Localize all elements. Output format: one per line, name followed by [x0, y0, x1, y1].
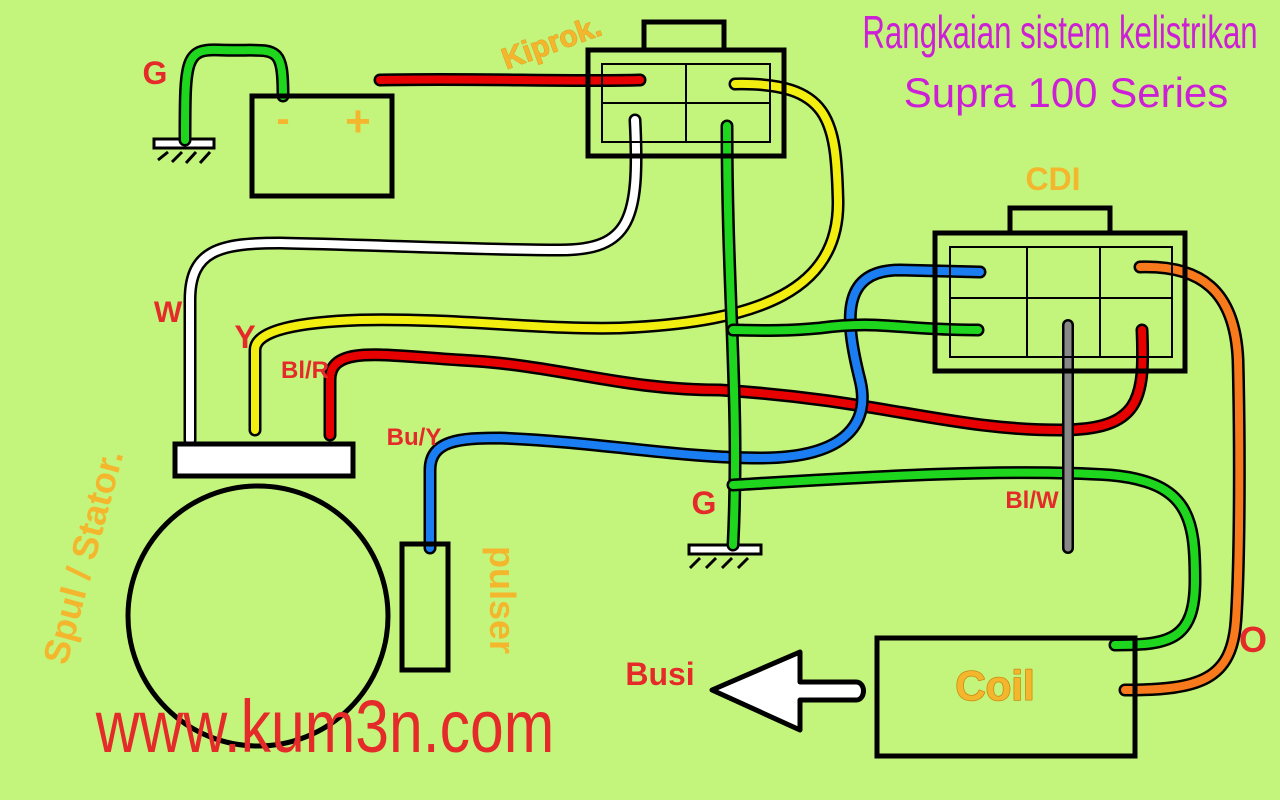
title-line2: Supra 100 Series [904, 69, 1229, 116]
pulser-label: pulser [482, 546, 523, 654]
wire-green-coil [726, 466, 1202, 652]
wire-label-g-battery: G [143, 55, 168, 91]
kiprok-regulator [585, 19, 787, 159]
wire-yellow-stator-kiprok [248, 77, 845, 437]
busi-arrow-icon [709, 649, 866, 733]
wire-label-bl-r: Bl/R [281, 357, 329, 384]
title-line1: Rangkaian sistem kelistrikan [862, 7, 1257, 58]
battery: - + [249, 93, 395, 199]
cdi-unit [932, 205, 1188, 374]
battery-plus-label: + [345, 97, 371, 146]
wire-label-y: Y [234, 319, 255, 355]
ignition-coil [874, 635, 1138, 759]
wire-label-bl-w: Bl/W [1005, 487, 1059, 514]
cdi-label: CDI [1025, 161, 1080, 197]
wire-label-o: O [1239, 619, 1267, 660]
battery-minus-label: - [276, 97, 289, 141]
wire-label-bu-y: Bu/Y [387, 424, 442, 451]
coil-label: Coil [955, 662, 1034, 709]
stator [125, 441, 391, 749]
wire-label-g-ground: G [692, 485, 717, 521]
ground-symbol-center [687, 543, 763, 570]
busi-label: Busi [625, 656, 694, 692]
pulser [399, 541, 451, 673]
wire-label-w: W [154, 296, 183, 329]
wires [178, 43, 1246, 697]
watermark: www.kum3n.com [95, 686, 554, 768]
stator-label: Spul / Stator. [35, 445, 132, 668]
